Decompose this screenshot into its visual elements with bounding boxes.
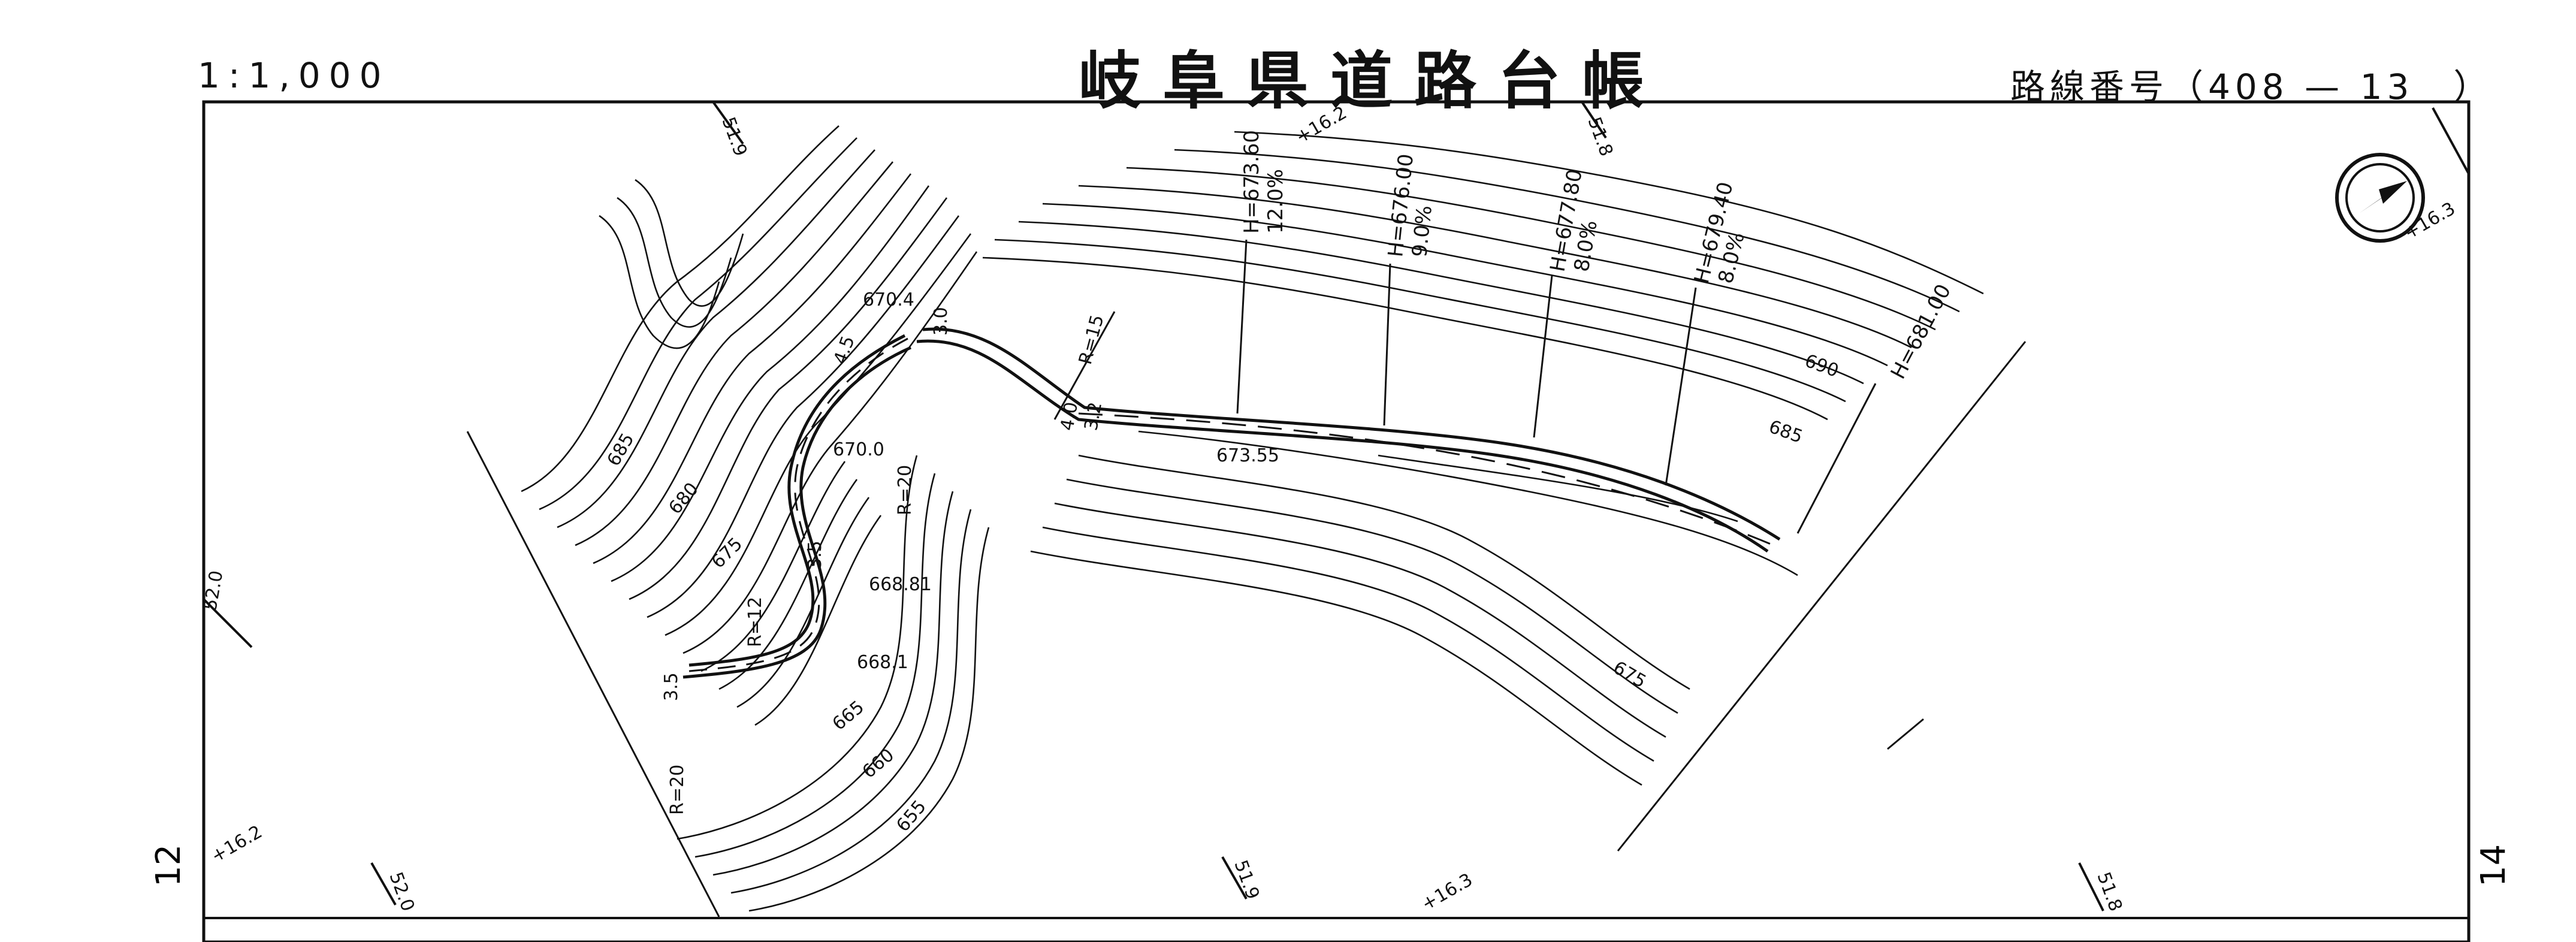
contour-label: 685 (603, 430, 639, 470)
grid-label: +16.3 (2401, 198, 2459, 244)
width-label: 3.5 (805, 541, 826, 569)
survey-boundaries (466, 311, 2027, 917)
width-label: 3.0 (931, 307, 952, 336)
contour-label: 665 (829, 697, 868, 735)
grade-label-5-h: H=681.00 (1886, 280, 1956, 384)
grid-label: 51.8 (2092, 869, 2126, 914)
contour-lines-west (521, 125, 990, 912)
grade-label-2-pct: 9.0% (1408, 204, 1437, 258)
grid-label: 52.0 (385, 869, 418, 914)
grid-label: 51.9 (717, 114, 751, 159)
contour-label: 675 (708, 533, 747, 572)
contour-lines-east (982, 131, 1984, 786)
grid-label: 51.8 (1583, 114, 1617, 159)
contour-label: 655 (892, 796, 931, 836)
left-sheet-number: 12 (149, 844, 188, 887)
contour-label: 685 (1766, 416, 1805, 448)
grade-label-1-pct: 12.0% (1264, 169, 1288, 234)
contour-label: 660 (859, 745, 898, 783)
right-sheet-number: 14 (2474, 844, 2513, 887)
width-label: 3.2 (1080, 400, 1106, 432)
radius-label: R=15 (1075, 313, 1109, 367)
width-label: 3.5 (661, 672, 682, 701)
elevation-label: 673.55 (1216, 445, 1279, 466)
elevation-label: 670.0 (833, 439, 884, 460)
grade-label-1-h: H=673.60 (1240, 130, 1264, 234)
road-alignment (682, 327, 1781, 679)
page-title: 岐阜県道路台帳 (1079, 44, 1666, 117)
elevation-label: 670.4 (863, 289, 914, 310)
elevation-label: 668.1 (857, 652, 908, 673)
north-arrow-icon (2335, 153, 2425, 243)
radius-label: R=20 (667, 765, 688, 815)
radius-label: R=12 (745, 597, 766, 647)
grid-label: +16.3 (1418, 869, 1476, 915)
grid-ticks (203, 101, 2470, 911)
width-label: 4.0 (1056, 400, 1082, 432)
map-scale: 1:1,000 (198, 55, 390, 96)
elevation-label: 668.81 (869, 574, 932, 595)
grade-leaders (1236, 239, 1877, 534)
grid-label: +16.2 (1292, 102, 1351, 148)
grid-label: +16.2 (208, 822, 266, 867)
radius-label: R=20 (895, 465, 916, 515)
contour-label: 690 (1802, 351, 1841, 382)
map-frame (202, 100, 2471, 942)
contour-label: 675 (1609, 657, 1650, 693)
